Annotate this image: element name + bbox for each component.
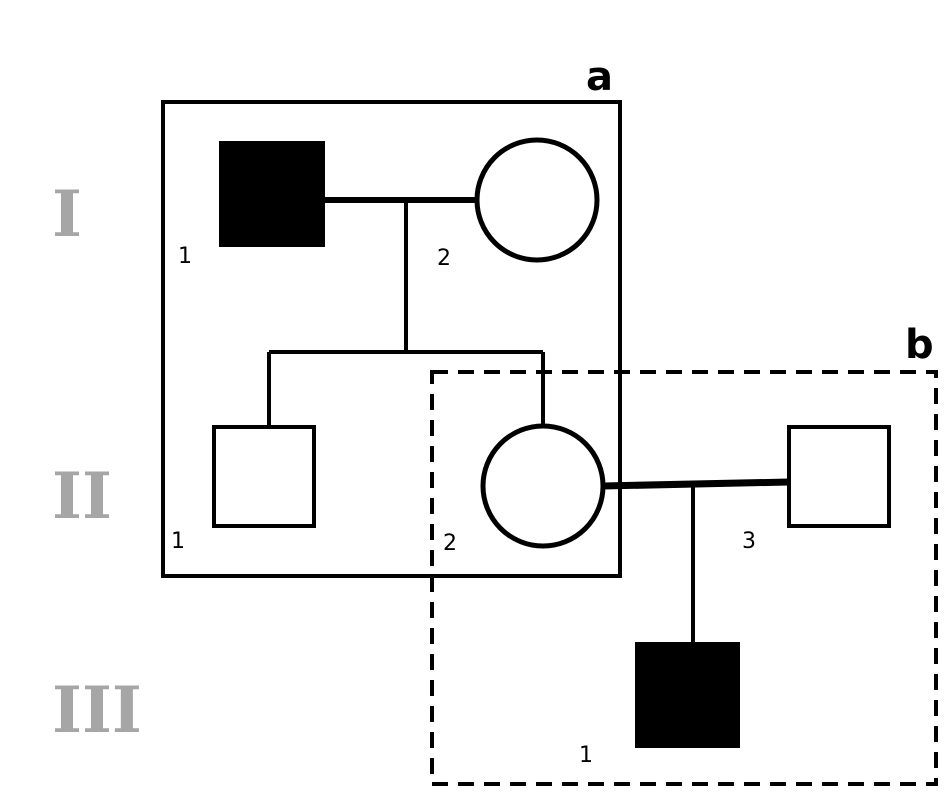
individual-II-3-male <box>787 425 891 528</box>
generation-label-2: II <box>52 459 112 534</box>
individual-II-2-female <box>480 423 606 549</box>
individual-II-1-male <box>212 425 316 528</box>
box-b-label: b <box>905 322 934 368</box>
number-II-3: 3 <box>742 529 756 554</box>
number-II-1: 1 <box>171 529 185 554</box>
individual-I-2-female <box>474 137 600 263</box>
number-III-1: 1 <box>579 743 593 768</box>
number-I-1: 1 <box>178 244 192 269</box>
number-II-2: 2 <box>443 531 457 556</box>
box-a-label: a <box>586 54 613 100</box>
individual-I-1-affected-male <box>219 141 325 247</box>
box-a <box>161 100 622 578</box>
number-I-2: 2 <box>437 246 451 271</box>
box-b <box>430 370 938 786</box>
generation-label-3: III <box>52 673 142 748</box>
mating-line-gen2 <box>602 478 790 490</box>
generation-label-1: I <box>52 177 82 252</box>
individual-III-1-affected-male <box>635 642 740 748</box>
